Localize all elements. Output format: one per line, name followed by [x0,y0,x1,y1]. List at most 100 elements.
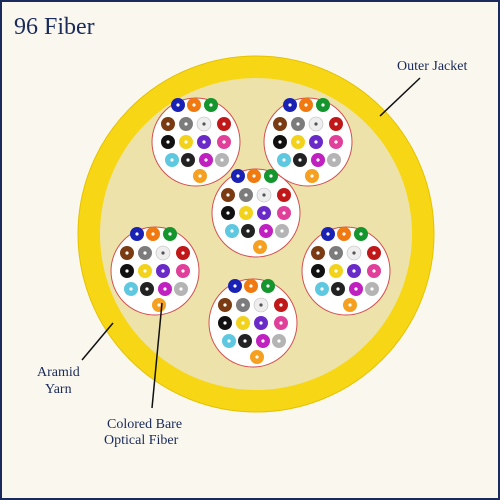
fiber-core [226,193,230,197]
fiber-core [282,193,286,197]
fiber-core [334,140,338,144]
fiber-core [161,269,165,273]
fiber-core [186,158,190,162]
fiber-core [264,229,268,233]
fiber-core [334,122,338,126]
buffer-tube [301,226,391,316]
fiber-core [223,321,227,325]
fiber-core [255,355,259,359]
fiber-core [370,287,374,291]
fiber-core [143,251,147,255]
buffer-tubes [110,97,391,368]
fiber-core [296,122,300,126]
fiber-core [359,232,363,236]
fiber-core [304,103,308,107]
fiber-core [372,269,376,273]
fiber-core [252,174,256,178]
fiber-core [258,245,262,249]
fiber-core [192,103,196,107]
fiber-core [243,339,247,343]
fiber-core [352,251,356,255]
fiber-core [241,303,245,307]
fiber-core [168,232,172,236]
fiber-core [321,103,325,107]
fiber-core [246,229,250,233]
fiber-core [316,251,320,255]
fiber-core [348,303,352,307]
fiber-core [184,122,188,126]
fiber-core [241,321,245,325]
fiber-core [161,251,165,255]
fiber-core [166,140,170,144]
fiber-core [316,269,320,273]
fiber-core [288,103,292,107]
fiber-core [279,303,283,307]
fiber-core [204,158,208,162]
fiber-core [296,140,300,144]
fiber-core [279,321,283,325]
fiber-core [125,251,129,255]
fiber-core [198,174,202,178]
fiber-core [157,303,161,307]
fiber-core [230,229,234,233]
fiber-core [145,287,149,291]
buffer-tube [263,97,353,187]
fiber-core [181,269,185,273]
fiber-core [181,251,185,255]
fiber-core [143,269,147,273]
fiber-core [332,158,336,162]
fiber-core [336,287,340,291]
fiber-core [220,158,224,162]
fiber-core [280,229,284,233]
fiber-core [354,287,358,291]
fiber-core [236,174,240,178]
fiber-core [170,158,174,162]
fiber-core [278,140,282,144]
fiber-leader-line [151,302,163,409]
fiber-core [223,303,227,307]
fiber-core [261,339,265,343]
fiber-core [226,211,230,215]
fiber-core [352,269,356,273]
fiber-core [262,211,266,215]
fiber-core [166,122,170,126]
fiber-core [334,251,338,255]
fiber-core [262,193,266,197]
outer-jacket-label: Outer Jacket [397,59,467,74]
diagram-title: 96 Fiber [14,14,95,40]
fiber-core [282,211,286,215]
outer-jacket-leader-line [379,77,421,117]
fiber-core [184,140,188,144]
fiber-core [259,321,263,325]
fiber-core [244,193,248,197]
aramid-yarn-leader-line [81,322,114,361]
fiber-core [125,269,129,273]
fiber-core [135,232,139,236]
buffer-tube [151,97,241,187]
fiber-core [179,287,183,291]
aramid-yarn-label-line2: Yarn [45,382,72,397]
fiber-core [266,284,270,288]
aramid-yarn-label-line1: Aramid [37,365,80,380]
fiber-core [342,232,346,236]
fiber-core [314,122,318,126]
fiber-core [176,103,180,107]
fiber-core [372,251,376,255]
fiber-core [278,122,282,126]
fiber-core [222,140,226,144]
fiber-label-line1: Colored Bare [107,417,182,432]
fiber-core [269,174,273,178]
fiber-core [259,303,263,307]
fiber-core [298,158,302,162]
fiber-core [249,284,253,288]
buffer-tube [208,278,298,368]
fiber-core [277,339,281,343]
fiber-core [316,158,320,162]
buffer-tube [211,168,301,258]
fiber-core [129,287,133,291]
fiber-core [314,140,318,144]
buffer-tube [110,226,200,316]
fiber-core [202,140,206,144]
